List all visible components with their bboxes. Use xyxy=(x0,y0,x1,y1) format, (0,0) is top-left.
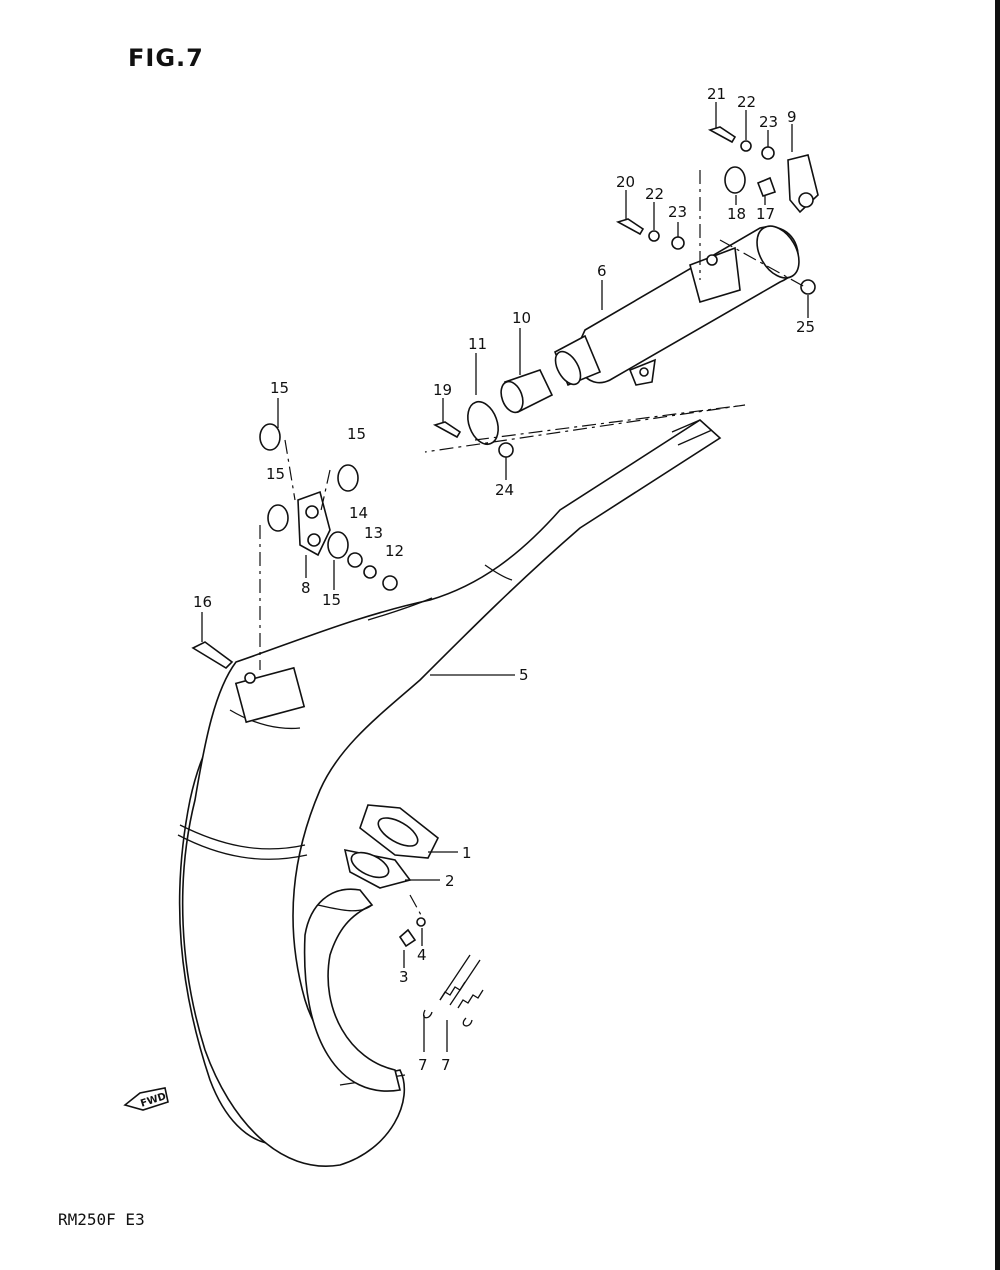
callout-9: 9 xyxy=(787,108,797,126)
callout-7a: 7 xyxy=(418,1056,428,1074)
page-edge-bar xyxy=(995,0,1000,1270)
callout-5: 5 xyxy=(519,666,529,684)
callout-23b: 23 xyxy=(668,203,687,221)
callout-20: 20 xyxy=(616,173,635,191)
callout-15b: 15 xyxy=(347,425,366,443)
exhaust-gasket-and-flange xyxy=(343,804,440,889)
fasteners xyxy=(123,126,819,1111)
callout-12: 12 xyxy=(385,542,404,560)
exhaust-pipe xyxy=(177,418,722,1167)
callout-15a: 15 xyxy=(270,379,289,397)
callout-16: 16 xyxy=(193,593,212,611)
assembly-lines xyxy=(259,170,806,916)
callout-8: 8 xyxy=(301,579,311,597)
callout-13: 13 xyxy=(364,524,383,542)
callout-10: 10 xyxy=(512,309,531,327)
callout-22b: 22 xyxy=(645,185,664,203)
callout-1: 1 xyxy=(462,844,472,862)
callout-17: 17 xyxy=(756,205,775,223)
callout-15c: 15 xyxy=(266,465,285,483)
callout-7b: 7 xyxy=(441,1056,451,1074)
callout-6: 6 xyxy=(597,262,607,280)
callout-23a: 23 xyxy=(759,113,778,131)
callout-labels: 1 2 3 4 5 6 7 7 8 9 10 11 12 13 14 15 15… xyxy=(139,85,815,1110)
callout-14: 14 xyxy=(349,504,368,522)
callout-18: 18 xyxy=(727,205,746,223)
leader-lines xyxy=(201,102,809,1052)
callout-25: 25 xyxy=(796,318,815,336)
callout-24: 24 xyxy=(495,481,514,499)
callout-22a: 22 xyxy=(737,93,756,111)
callout-2: 2 xyxy=(445,872,455,890)
callout-11: 11 xyxy=(468,335,487,353)
silencer xyxy=(553,225,800,387)
callout-19: 19 xyxy=(433,381,452,399)
figure-title: FIG.7 xyxy=(128,44,204,72)
callout-21: 21 xyxy=(707,85,726,103)
callout-4: 4 xyxy=(417,946,427,964)
callout-3: 3 xyxy=(399,968,409,986)
callout-15d: 15 xyxy=(322,591,341,609)
model-code: RM250F E3 xyxy=(58,1210,145,1229)
